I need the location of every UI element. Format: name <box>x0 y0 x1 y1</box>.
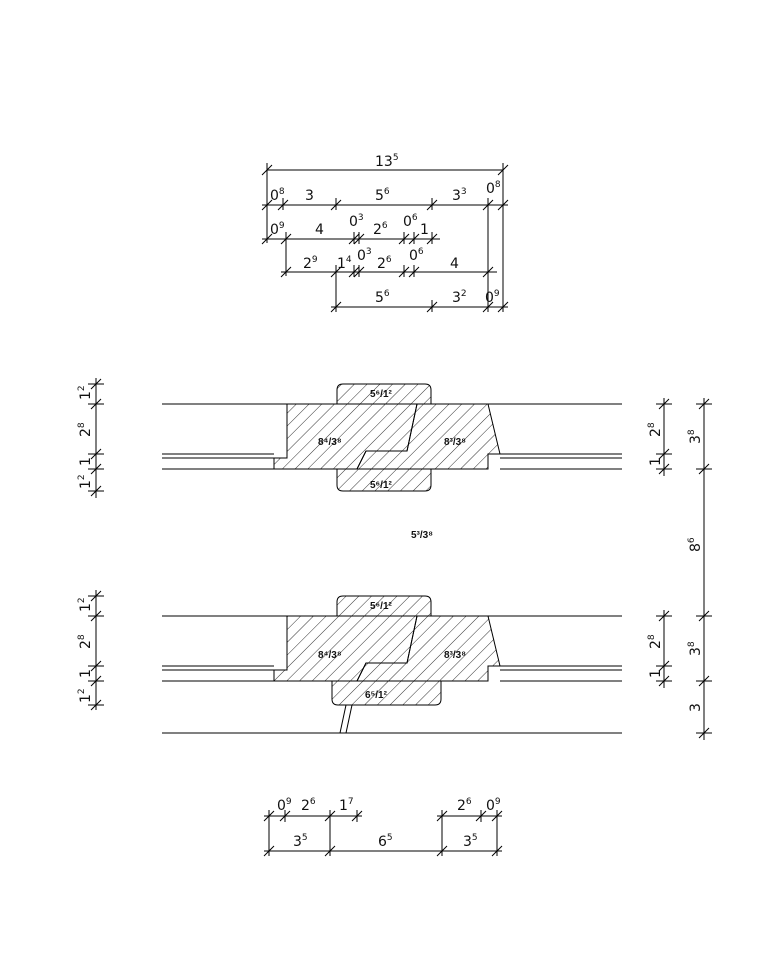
dim-label: 26 <box>373 221 388 238</box>
dim-label: 28 <box>77 634 94 649</box>
left-dimension-chain-lower: 12 28 1 12 <box>77 590 104 711</box>
bottom-dimension-chain: 09 26 17 26 09 35 65 35 <box>263 797 503 857</box>
lower-bottom-plate <box>331 680 442 706</box>
section-label: 5⁶/1² <box>370 480 393 491</box>
dim-label: 08 <box>270 187 285 204</box>
dim-label: 09 <box>277 797 292 814</box>
right-dimension-chain: 28 1 38 86 28 1 38 3 <box>647 398 712 740</box>
dim-label: 03 <box>357 247 372 264</box>
dim-label: 1 <box>78 457 94 466</box>
dim-label: 26 <box>377 255 392 272</box>
dim-total: 135 <box>375 153 399 170</box>
section-label: 8³/3⁸ <box>444 437 466 448</box>
dim-label: 17 <box>339 797 354 814</box>
upper-top-plate <box>336 383 432 405</box>
dim-label: 12 <box>77 597 94 612</box>
lower-right-block <box>356 615 501 682</box>
dim-label: 32 <box>452 289 467 306</box>
dim-label: 1 <box>420 222 429 238</box>
dim-label: 03 <box>349 213 364 230</box>
dim-label: 35 <box>463 833 478 850</box>
dim-label: 56 <box>375 289 390 306</box>
dim-label: 12 <box>77 385 94 400</box>
dim-label: 06 <box>403 213 418 230</box>
dim-label: 3 <box>688 703 704 712</box>
dim-label: 12 <box>77 688 94 703</box>
dim-label: 08 <box>486 180 501 197</box>
dim-label: 1 <box>648 457 664 466</box>
lower-top-plate <box>336 595 432 617</box>
section-label: 8⁴/3⁸ <box>318 650 342 661</box>
lower-joint-section: 5⁶/1² 8⁴/3⁸ 8³/3⁸ 6⁵/1² <box>162 595 622 734</box>
dim-label: 1 <box>78 669 94 678</box>
section-label: 8⁴/3⁸ <box>318 437 342 448</box>
dim-label: 4 <box>450 256 459 272</box>
section-label: 6⁵/1² <box>365 690 388 701</box>
dim-label: 14 <box>337 255 352 272</box>
section-label: 5⁶/1² <box>370 601 393 612</box>
dim-label: 09 <box>270 221 285 238</box>
upper-bottom-plate <box>336 468 432 492</box>
dim-label: 09 <box>486 797 501 814</box>
upper-joint-section: 5⁶/1² 8⁴/3⁸ 8³/3⁸ 5⁶/1² <box>162 383 622 492</box>
dim-label: 28 <box>647 634 664 649</box>
top-dimension-chain: 135 08 3 56 33 08 09 4 03 26 06 1 29 14 … <box>261 153 509 313</box>
dim-label: 06 <box>409 247 424 264</box>
gap-section-label: 5³/3⁸ <box>411 530 433 541</box>
dim-label: 86 <box>687 537 704 552</box>
dim-label: 12 <box>77 474 94 489</box>
dim-label: 28 <box>77 422 94 437</box>
dim-label: 3 <box>305 188 314 204</box>
dim-label: 38 <box>687 641 704 656</box>
dim-label: 1 <box>648 669 664 678</box>
dim-label: 33 <box>452 187 467 204</box>
dim-label: 29 <box>303 255 318 272</box>
dim-label: 4 <box>315 222 324 238</box>
dim-label: 28 <box>647 422 664 437</box>
dim-label: 65 <box>378 833 393 850</box>
dim-label: 35 <box>293 833 308 850</box>
upper-right-block <box>356 403 501 470</box>
section-label: 5⁶/1² <box>370 389 393 400</box>
dim-label: 09 <box>485 289 500 306</box>
dim-label: 26 <box>457 797 472 814</box>
left-dimension-chain-upper: 12 28 1 12 <box>77 378 104 498</box>
dim-label: 38 <box>687 429 704 444</box>
dim-label: 26 <box>301 797 316 814</box>
dim-label: 56 <box>375 187 390 204</box>
section-label: 8³/3⁸ <box>444 650 466 661</box>
